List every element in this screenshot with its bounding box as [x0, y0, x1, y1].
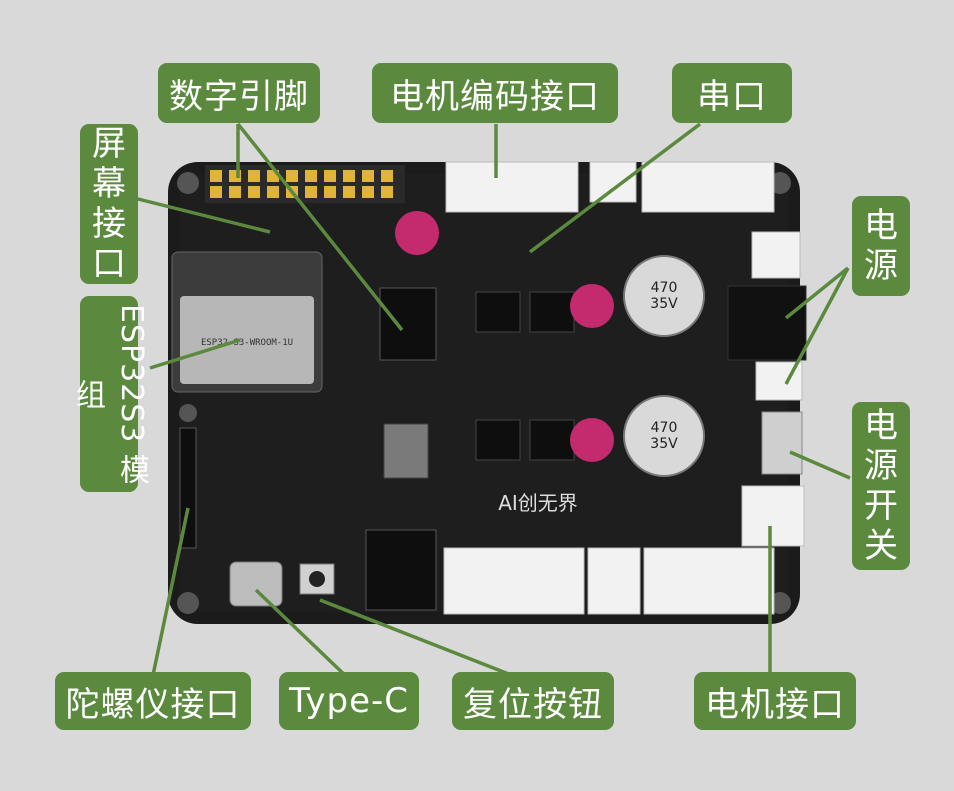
label-screen-char: 屏 [92, 124, 126, 164]
header-pin [305, 170, 317, 182]
motor-connector [643, 547, 775, 615]
label-power-switch: 电 源 开 关 [852, 402, 910, 570]
capacitor-small [570, 418, 614, 462]
right-connector [751, 231, 801, 279]
pin-matrix [379, 287, 437, 361]
capacitor-large [623, 255, 705, 337]
label-power-switch-char: 源 [864, 446, 898, 486]
label-power: 电 源 [852, 196, 910, 296]
capacitor-label: 35V [650, 436, 678, 452]
capacitor-large [623, 395, 705, 477]
header-pin [286, 170, 298, 182]
esp-module-text: ESP32-S3-WROOM-1U [201, 338, 293, 348]
encoder-connector [445, 161, 579, 213]
label-screen-char: 幕 [92, 164, 126, 204]
inductor [383, 423, 429, 479]
ic-chip [529, 419, 575, 461]
leader-line-power [784, 267, 850, 385]
header-pin [210, 170, 222, 182]
header-pin [248, 186, 260, 198]
capacitor-label: 470 [651, 280, 678, 296]
capacitor-label: 470 [651, 420, 678, 436]
header-pin [381, 186, 393, 198]
ic-chip [475, 419, 521, 461]
pin-header-pins [210, 170, 393, 198]
label-gyro: 陀螺仪接口 [55, 672, 251, 730]
motor-connector [587, 547, 641, 615]
label-power-char: 源 [864, 246, 898, 286]
leader-line-screen [125, 194, 271, 234]
leader-line-digital-pins [236, 122, 404, 332]
capacitor-small [395, 211, 439, 255]
header-pin [362, 170, 374, 182]
capacitor-label: 35V [650, 296, 678, 312]
label-power-switch-char: 开 [864, 486, 898, 526]
label-reset: 复位按钮 [452, 672, 614, 730]
label-motor-encoder: 电机编码接口 [372, 63, 618, 123]
ic-chip [529, 291, 575, 333]
pcb-board-inner [180, 174, 788, 612]
header-pin [362, 186, 374, 198]
label-typec: Type-C [279, 672, 419, 730]
label-esp-module-text: ESP32S3 模组 [70, 303, 149, 485]
header-pin [229, 186, 241, 198]
label-power-char: 电 [864, 206, 898, 246]
label-serial: 串口 [672, 63, 792, 123]
leader-line-serial [528, 122, 702, 254]
leader-line-power [784, 266, 850, 320]
leader-line-esp [149, 338, 241, 370]
leader-lines [125, 122, 851, 682]
leader-line-gyro [150, 507, 190, 681]
capacitor-small [570, 284, 614, 328]
mount-hole [177, 172, 199, 194]
encoder-connector [641, 161, 775, 213]
ic-chip [475, 291, 521, 333]
encoder-connector [589, 161, 637, 203]
board-brand: AI创无界 [498, 491, 578, 515]
label-power-switch-char: 电 [864, 406, 898, 446]
label-screen-char: 口 [92, 244, 126, 284]
leader-line-typec [254, 588, 352, 682]
label-screen-char: 接 [92, 204, 126, 244]
label-digital-pins: 数字引脚 [158, 63, 320, 123]
motor-connector [741, 485, 805, 547]
label-power-switch-char: 关 [864, 526, 898, 566]
leader-line-power-switch [789, 450, 851, 480]
mount-hole [179, 404, 197, 422]
gyro-header [179, 427, 197, 549]
power-switch [761, 411, 803, 475]
header-pin [381, 170, 393, 182]
header-pin [210, 186, 222, 198]
label-screen: 屏 幕 接 口 [80, 124, 138, 284]
header-pin [305, 186, 317, 198]
header-pin [248, 170, 260, 182]
label-esp-module: ESP32S3 模组 [70, 296, 149, 492]
power-jack [727, 285, 807, 361]
header-pin [343, 170, 355, 182]
leader-line-reset [319, 598, 525, 682]
reset-button-cap [309, 571, 325, 587]
header-pin [324, 186, 336, 198]
motor-connector [443, 547, 585, 615]
usb-typec-port [229, 561, 283, 607]
header-pin [267, 186, 279, 198]
mount-hole [177, 592, 199, 614]
header-pin [343, 186, 355, 198]
regulator [365, 529, 437, 611]
label-motor: 电机接口 [694, 672, 856, 730]
esp-module-shield [180, 296, 314, 384]
header-pin [324, 170, 336, 182]
